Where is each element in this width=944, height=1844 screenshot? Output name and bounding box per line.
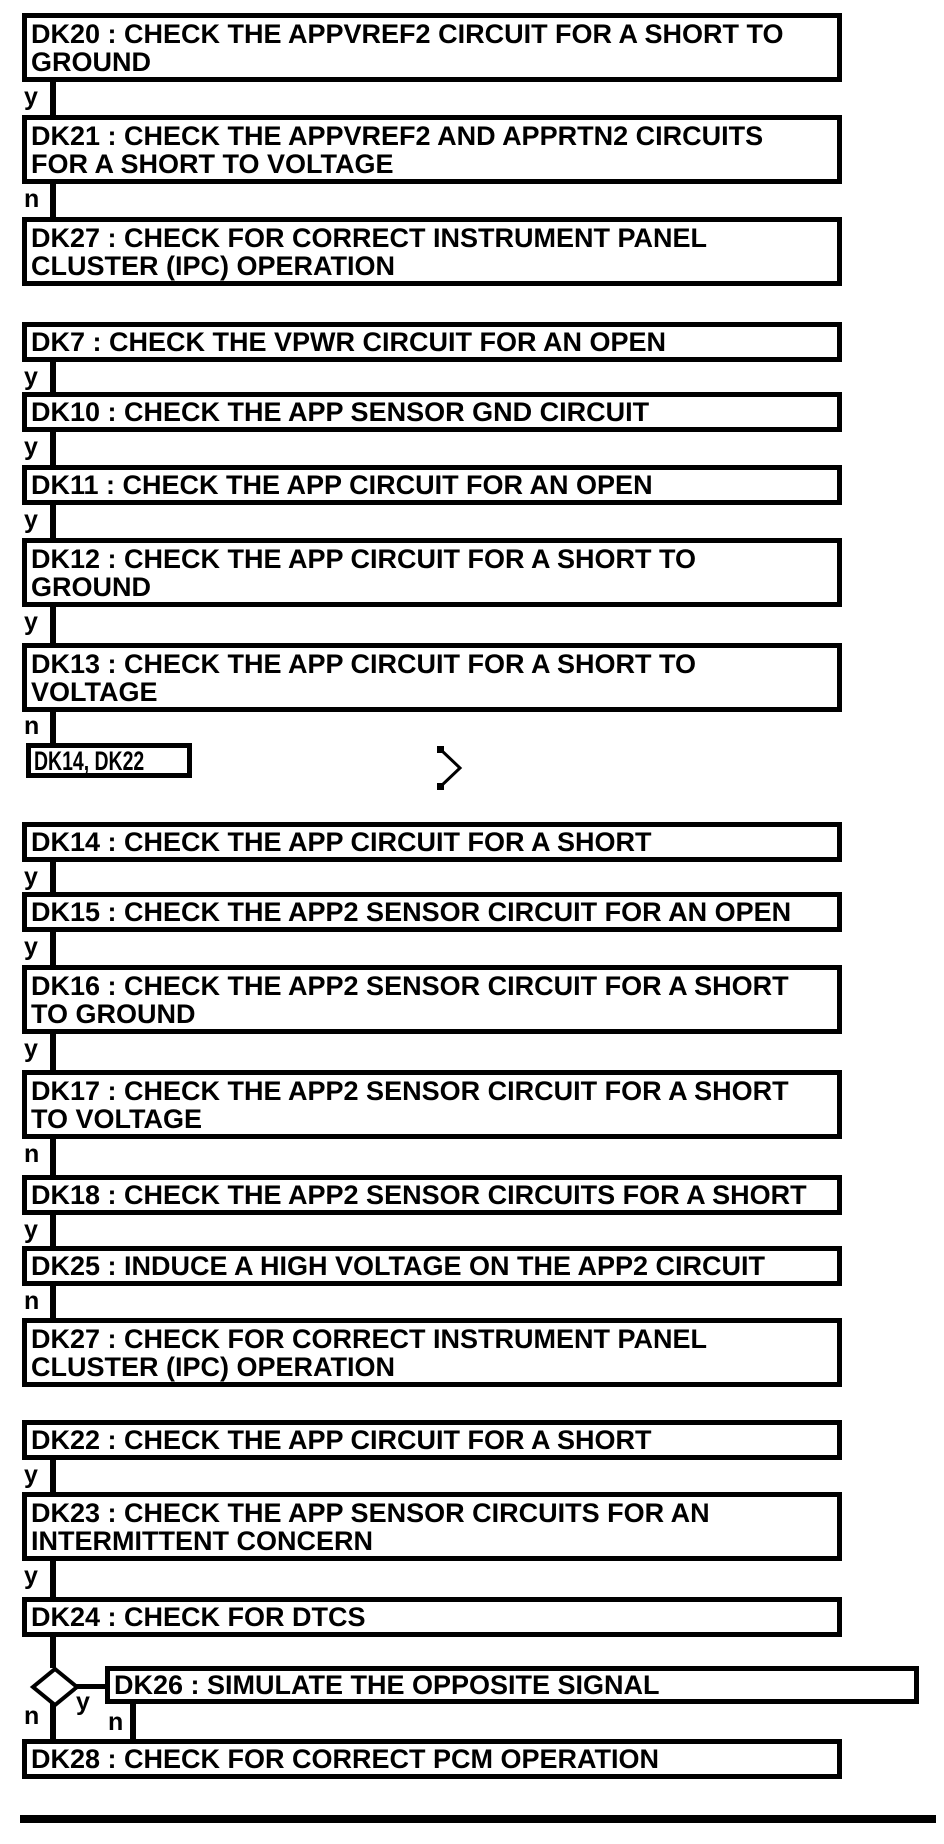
flow-node-dk27-b: DK27 : CHECK FOR CORRECT INSTRUMENT PANE… <box>22 1318 842 1387</box>
flow-node-dk26: DK26 : SIMULATE THE OPPOSITE SIGNAL <box>105 1666 919 1704</box>
branch-label-y: y <box>24 1562 38 1590</box>
flow-node-label: DK14, DK22 <box>34 745 145 776</box>
flow-node-label: DK15 : CHECK THE APP2 SENSOR CIRCUIT FOR… <box>31 897 792 927</box>
flow-node-dk10: DK10 : CHECK THE APP SENSOR GND CIRCUIT <box>22 392 842 432</box>
flow-node-dk25: DK25 : INDUCE A HIGH VOLTAGE ON THE APP2… <box>22 1246 842 1286</box>
flow-node-dk17: DK17 : CHECK THE APP2 SENSOR CIRCUIT FOR… <box>22 1070 842 1139</box>
connector-line <box>50 1561 56 1597</box>
flow-node-dk20: DK20 : CHECK THE APPVREF2 CIRCUIT FOR A … <box>22 13 842 82</box>
flow-node-label: DK27 : CHECK FOR CORRECT INSTRUMENT PANE… <box>31 1323 707 1382</box>
connector-line <box>50 184 56 217</box>
connector-line <box>50 1637 56 1668</box>
connector-line <box>76 1684 106 1689</box>
flow-node-label: DK10 : CHECK THE APP SENSOR GND CIRCUIT <box>31 397 650 427</box>
flow-node-label: DK17 : CHECK THE APP2 SENSOR CIRCUIT FOR… <box>31 1075 789 1134</box>
flow-node-dk28: DK28 : CHECK FOR CORRECT PCM OPERATION <box>22 1739 842 1779</box>
branch-label-n: n <box>24 1287 40 1315</box>
flow-node-dk22: DK22 : CHECK THE APP CIRCUIT FOR A SHORT <box>22 1420 842 1460</box>
flow-node-label: DK21 : CHECK THE APPVREF2 AND APPRTN2 CI… <box>31 120 764 179</box>
branch-label-y: y <box>24 433 38 461</box>
branch-label-y: y <box>24 863 38 891</box>
flow-node-label: DK16 : CHECK THE APP2 SENSOR CIRCUIT FOR… <box>31 970 789 1029</box>
flow-node-label: DK7 : CHECK THE VPWR CIRCUIT FOR AN OPEN <box>31 327 667 357</box>
flow-node-label: DK14 : CHECK THE APP CIRCUIT FOR A SHORT <box>31 827 652 857</box>
flow-node-dk23: DK23 : CHECK THE APP SENSOR CIRCUITS FOR… <box>22 1492 842 1561</box>
flow-node-dk11: DK11 : CHECK THE APP CIRCUIT FOR AN OPEN <box>22 465 842 505</box>
branch-label-y: y <box>24 608 38 636</box>
branch-label-y: y <box>24 1216 38 1244</box>
branch-label-y: y <box>76 1688 90 1716</box>
connector-line <box>50 1034 56 1070</box>
footer-rule <box>20 1815 936 1823</box>
connector-line <box>50 505 56 538</box>
branch-label-y: y <box>24 933 38 961</box>
connector-line <box>50 932 56 965</box>
connector-line <box>50 607 56 643</box>
connector-line <box>50 82 56 115</box>
reference-node-dk14-dk22: DK14, DK22 <box>26 743 192 778</box>
flow-node-dk21: DK21 : CHECK THE APPVREF2 AND APPRTN2 CI… <box>22 115 842 184</box>
flow-node-label: DK27 : CHECK FOR CORRECT INSTRUMENT PANE… <box>31 222 707 281</box>
flow-node-label: DK22 : CHECK THE APP CIRCUIT FOR A SHORT <box>31 1425 652 1455</box>
flow-node-label: DK24 : CHECK FOR DTCS <box>31 1602 366 1632</box>
flow-node-label: DK18 : CHECK THE APP2 SENSOR CIRCUITS FO… <box>31 1180 807 1210</box>
flow-node-dk12: DK12 : CHECK THE APP CIRCUIT FOR A SHORT… <box>22 538 842 607</box>
branch-label-n: n <box>24 712 40 740</box>
connector-line <box>50 862 56 892</box>
flow-node-dk15: DK15 : CHECK THE APP2 SENSOR CIRCUIT FOR… <box>22 892 842 932</box>
flow-node-dk18: DK18 : CHECK THE APP2 SENSOR CIRCUITS FO… <box>22 1175 842 1215</box>
flow-node-label: DK12 : CHECK THE APP CIRCUIT FOR A SHORT… <box>31 543 697 602</box>
connector-line <box>50 432 56 465</box>
flow-node-dk14: DK14 : CHECK THE APP CIRCUIT FOR A SHORT <box>22 822 842 862</box>
branch-label-y: y <box>24 363 38 391</box>
connector-line <box>50 1703 56 1739</box>
flow-node-label: DK11 : CHECK THE APP CIRCUIT FOR AN OPEN <box>31 470 653 500</box>
connector-line <box>50 1215 56 1246</box>
flow-node-dk7: DK7 : CHECK THE VPWR CIRCUIT FOR AN OPEN <box>22 322 842 362</box>
connector-line <box>50 1460 56 1492</box>
connector-line <box>50 1139 56 1175</box>
flow-node-label: DK28 : CHECK FOR CORRECT PCM OPERATION <box>31 1744 660 1774</box>
flow-node-dk24: DK24 : CHECK FOR DTCS <box>22 1597 842 1637</box>
flow-node-dk13: DK13 : CHECK THE APP CIRCUIT FOR A SHORT… <box>22 643 842 712</box>
branch-label-n: n <box>24 1140 40 1168</box>
branch-label-n: n <box>24 1702 40 1730</box>
connector-line <box>50 362 56 392</box>
branch-label-y: y <box>24 1035 38 1063</box>
flow-node-label: DK23 : CHECK THE APP SENSOR CIRCUITS FOR… <box>31 1497 710 1556</box>
branch-label-n: n <box>108 1708 124 1736</box>
connector-line <box>50 1286 56 1318</box>
flow-node-label: DK25 : INDUCE A HIGH VOLTAGE ON THE APP2… <box>31 1251 766 1281</box>
flow-node-dk16: DK16 : CHECK THE APP2 SENSOR CIRCUIT FOR… <box>22 965 842 1034</box>
branch-label-y: y <box>24 83 38 111</box>
flow-node-label: DK26 : SIMULATE THE OPPOSITE SIGNAL <box>114 1670 660 1700</box>
flow-node-dk27-a: DK27 : CHECK FOR CORRECT INSTRUMENT PANE… <box>22 217 842 286</box>
flow-node-label: DK20 : CHECK THE APPVREF2 CIRCUIT FOR A … <box>31 18 784 77</box>
connector-line <box>50 712 56 743</box>
flow-node-label: DK13 : CHECK THE APP CIRCUIT FOR A SHORT… <box>31 648 697 707</box>
chevron-right-icon <box>432 740 472 796</box>
connector-line <box>130 1704 136 1739</box>
branch-label-y: y <box>24 506 38 534</box>
branch-label-y: y <box>24 1461 38 1489</box>
branch-label-n: n <box>24 185 40 213</box>
